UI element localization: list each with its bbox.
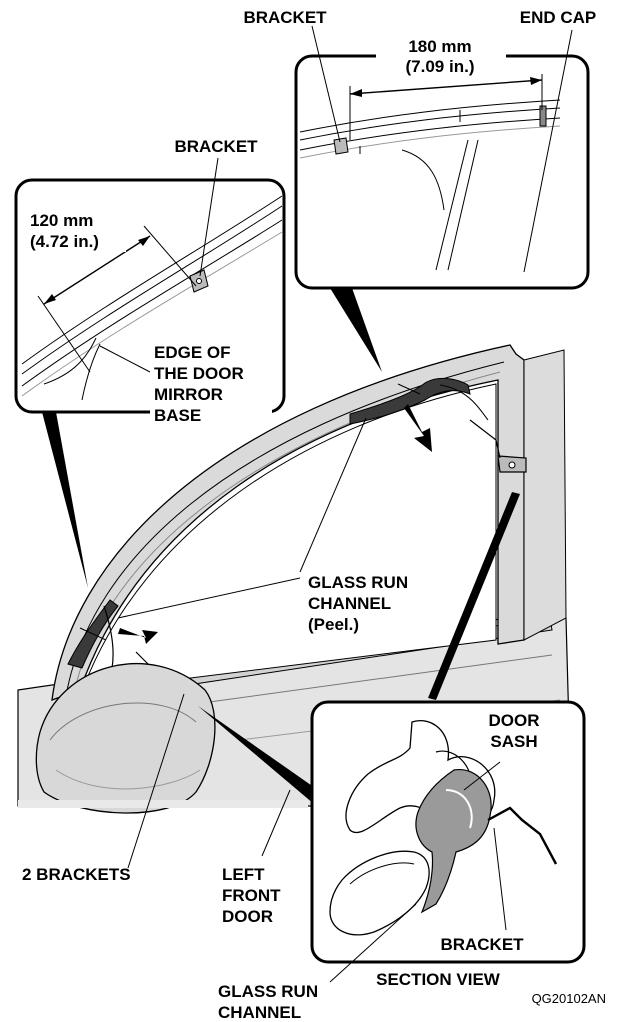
- label-bracket-top: BRACKET: [243, 8, 327, 27]
- label-edge-line4: BASE: [154, 406, 201, 425]
- peel-arrow-upper: [404, 404, 432, 452]
- label-left-front-line3: DOOR: [222, 907, 273, 926]
- label-grc-line3: (Peel.): [308, 615, 359, 634]
- label-grc-line2: CHANNEL: [308, 594, 391, 613]
- label-grc-bottom-line1: GLASS RUN: [218, 982, 318, 1001]
- label-door-sash-line2: SASH: [490, 732, 537, 751]
- bracket-upper: [469, 419, 527, 473]
- label-left-front-line1: LEFT: [222, 865, 265, 884]
- label-dim-180-mm: 180 mm: [408, 37, 471, 56]
- inset-section-view: [310, 700, 586, 983]
- label-edge-line2: THE DOOR: [154, 364, 244, 383]
- label-dim-120-in: (4.72 in.): [30, 232, 99, 251]
- peel-arrow-lower: [118, 628, 158, 644]
- label-edge-line1: EDGE OF: [154, 343, 231, 362]
- label-grc-bottom-line2: CHANNEL: [218, 1003, 301, 1022]
- label-dim-180-in: (7.09 in.): [406, 57, 475, 76]
- section-bracket: [487, 806, 558, 865]
- label-dim-120-mm: 120 mm: [30, 211, 93, 230]
- label-edge-line3: MIRROR: [154, 385, 223, 404]
- label-end-cap: END CAP: [520, 8, 597, 27]
- callout-wedge-section2: [428, 492, 520, 700]
- door-mirror: [35, 663, 216, 814]
- label-door-sash-line1: DOOR: [489, 711, 540, 730]
- door-glass: [83, 383, 497, 689]
- label-grc-line1: GLASS RUN: [308, 573, 408, 592]
- label-section-view: SECTION VIEW: [376, 970, 501, 989]
- label-figure-code: QG20102AN: [532, 991, 606, 1006]
- peeled-channel-upper: [349, 377, 471, 425]
- label-bracket-section: BRACKET: [440, 935, 524, 954]
- label-bracket-left: BRACKET: [174, 137, 258, 156]
- label-two-brackets: 2 BRACKETS: [22, 865, 131, 884]
- section-channel: [415, 769, 492, 914]
- callout-wedge-left: [42, 412, 88, 588]
- callout-wedge-section: [198, 706, 318, 804]
- callout-wedge-top: [330, 288, 382, 372]
- label-left-front-line2: FRONT: [222, 886, 281, 905]
